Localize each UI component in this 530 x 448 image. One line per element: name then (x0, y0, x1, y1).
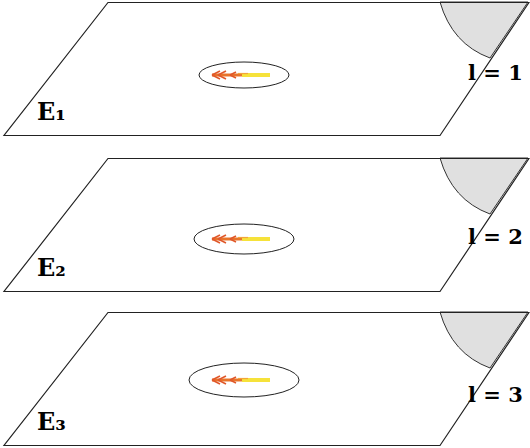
level-label: l = 3 (468, 384, 523, 405)
level-label: l = 2 (468, 226, 523, 247)
plane-1-art (199, 2, 528, 88)
plane-outline (3, 158, 530, 292)
plane-2-art (194, 158, 528, 254)
level-label: l = 1 (468, 62, 523, 83)
plane-edge (4, 159, 529, 292)
plane-edge (4, 313, 529, 446)
plane-label: E₃ (37, 410, 66, 434)
plane-label: E₂ (37, 256, 66, 280)
plane-edge (4, 3, 529, 136)
plane: E₂ (3, 158, 530, 292)
plane-label: E₁ (37, 100, 66, 124)
plane: E₁ (3, 2, 530, 136)
plane-outline (3, 2, 530, 136)
plane: E₃ (3, 312, 530, 446)
plane-outline (3, 312, 530, 446)
